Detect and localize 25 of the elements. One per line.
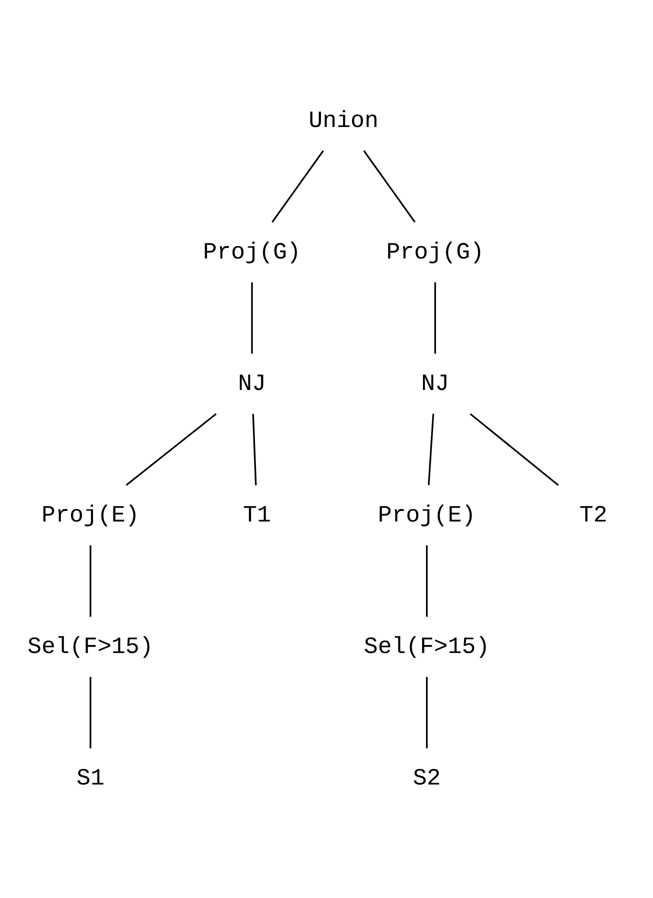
node-text: T2 [579, 502, 608, 528]
connector [428, 413, 434, 485]
connector [470, 412, 559, 486]
node-text: Proj(G) [203, 238, 301, 265]
connector [426, 676, 428, 748]
node-text: Proj(E) [378, 502, 476, 528]
node-text: NJ [421, 370, 450, 396]
node-text: Sel(F>15) [364, 633, 490, 660]
connector [252, 413, 257, 485]
node-text: NJ [238, 370, 266, 396]
node-text: Proj(E) [42, 502, 140, 528]
connector [90, 676, 92, 748]
connector [90, 544, 92, 616]
node-text: S2 [412, 765, 441, 792]
connector [363, 150, 416, 222]
connector [251, 282, 253, 354]
connector [434, 282, 436, 354]
node-text: S1 [76, 765, 104, 792]
node-text: Proj(G) [386, 238, 484, 265]
node-text: Union [308, 107, 379, 134]
connector [126, 412, 217, 486]
connector [272, 150, 324, 222]
node-text: T1 [242, 502, 271, 528]
connector [426, 544, 428, 616]
node-text: Sel(F>15) [28, 633, 154, 660]
